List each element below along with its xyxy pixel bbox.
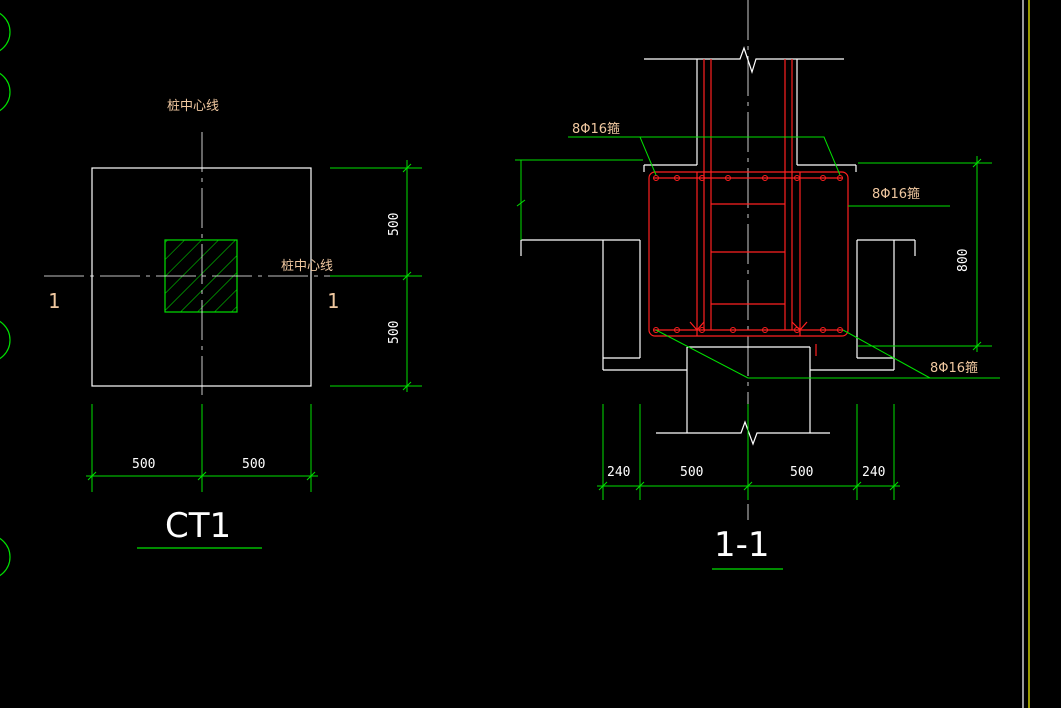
plan-dim-right-upper: 500 xyxy=(387,213,402,236)
grid-bubble xyxy=(0,537,11,577)
grid-bubble xyxy=(0,320,11,360)
section-mark-right: 1 xyxy=(327,289,339,313)
plan-dim-right xyxy=(330,160,422,392)
section-dim-height-value: 800 xyxy=(956,249,971,272)
frame-border xyxy=(1022,0,1030,708)
section-mark-left: 1 xyxy=(48,289,60,313)
pile-centerline-label-top: 桩中心线 xyxy=(167,99,219,114)
section-dim-b4: 240 xyxy=(862,465,885,480)
rebar-leaders xyxy=(568,136,1000,379)
section-dim-height xyxy=(858,156,992,352)
section-dim-left xyxy=(515,159,643,240)
grid-bubbles xyxy=(0,12,11,577)
grid-bubble xyxy=(0,72,11,112)
grid-bubble xyxy=(0,12,11,52)
rebar-label-top: 8Φ16箍 xyxy=(572,121,620,137)
section-dim-b2: 500 xyxy=(680,465,703,480)
section-dim-b1: 240 xyxy=(607,465,630,480)
section-title: 1-1 xyxy=(714,525,770,565)
plan-dim-bottom xyxy=(86,404,318,492)
rebar-label-right: 8Φ16箍 xyxy=(872,186,920,202)
plan-dim-right-lower: 500 xyxy=(387,321,402,344)
plan-dim-bottom-right: 500 xyxy=(242,457,265,472)
rebar-dots xyxy=(653,175,843,333)
plan-view: 桩中心线 桩中心线 1 1 500 500 500 500 CT xyxy=(44,99,422,549)
section-dim-bottom xyxy=(597,404,900,500)
plan-dim-bottom-left: 500 xyxy=(132,457,155,472)
cap-outline[interactable] xyxy=(91,167,312,387)
plan-title: CT1 xyxy=(165,506,231,546)
rebar-cage[interactable] xyxy=(648,59,849,356)
pile-centerline-label-right: 桩中心线 xyxy=(281,259,333,274)
section-dim-b3: 500 xyxy=(790,465,813,480)
section-view: 8Φ16箍 8Φ16箍 8Φ16箍 800 xyxy=(515,0,1000,570)
concrete-outline[interactable] xyxy=(520,46,916,446)
rebar-label-bottom: 8Φ16箍 xyxy=(930,360,978,376)
